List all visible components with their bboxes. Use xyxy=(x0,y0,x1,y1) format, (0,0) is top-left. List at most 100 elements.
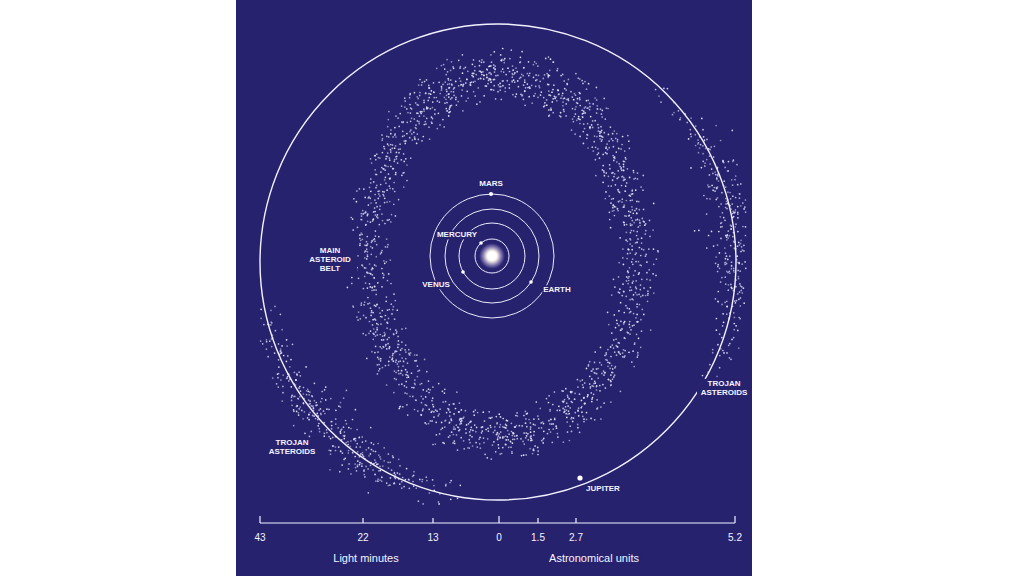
asteroid-dot xyxy=(617,141,619,143)
asteroid-dot xyxy=(381,252,383,254)
asteroid-dot xyxy=(597,130,599,132)
asteroid-dot xyxy=(401,383,403,385)
asteroid-dot xyxy=(614,173,616,175)
asteroid-dot xyxy=(605,152,607,154)
asteroid-dot xyxy=(517,415,519,417)
asteroid-dot xyxy=(586,419,588,421)
asteroid-dot xyxy=(387,166,389,168)
asteroid-dot xyxy=(610,381,612,383)
asteroid-dot xyxy=(583,110,585,112)
asteroid-dot xyxy=(574,412,576,414)
asteroid-dot xyxy=(411,108,413,110)
asteroid-dot xyxy=(624,178,626,180)
asteroid-dot xyxy=(525,437,527,439)
asteroid-dot xyxy=(370,253,372,255)
asteroid-dot xyxy=(395,474,397,476)
asteroid-dot xyxy=(624,224,626,226)
asteroid-dot xyxy=(364,197,366,199)
asteroid-dot xyxy=(386,219,388,221)
asteroid-dot xyxy=(497,435,499,437)
asteroid-dot xyxy=(448,408,450,410)
asteroid-dot xyxy=(463,440,465,442)
asteroid-dot xyxy=(625,305,627,307)
asteroid-dot xyxy=(482,71,484,73)
asteroid-dot xyxy=(370,182,372,184)
asteroid-dot xyxy=(455,408,457,410)
asteroid-dot xyxy=(424,359,426,361)
asteroid-dot xyxy=(269,340,271,342)
asteroid-dot xyxy=(389,177,391,179)
asteroid-dot xyxy=(520,438,522,440)
asteroid-dot xyxy=(473,414,475,416)
asteroid-dot xyxy=(643,249,645,251)
asteroid-dot xyxy=(360,239,362,241)
asteroid-dot xyxy=(460,66,462,68)
asteroid-dot xyxy=(388,337,390,339)
asteroid-dot xyxy=(577,386,579,388)
asteroid-dot xyxy=(492,444,494,446)
asteroid-dot xyxy=(634,210,636,212)
asteroid-dot xyxy=(610,385,612,387)
asteroid-dot xyxy=(405,140,407,142)
asteroid-dot xyxy=(618,342,620,344)
asteroid-dot xyxy=(567,405,569,407)
asteroid-dot xyxy=(397,162,399,164)
asteroid-dot xyxy=(564,97,566,99)
asteroid-dot xyxy=(632,258,634,260)
asteroid-dot xyxy=(497,91,499,93)
asteroid-dot xyxy=(374,199,376,201)
asteroid-dot xyxy=(523,67,525,69)
asteroid-dot xyxy=(637,178,639,180)
asteroid-dot xyxy=(489,65,491,67)
asteroid-dot xyxy=(596,99,598,101)
asteroid-dot xyxy=(618,163,620,165)
asteroid-dot xyxy=(589,383,591,385)
asteroid-dot xyxy=(617,189,619,191)
asteroid-dot xyxy=(366,358,368,360)
asteroid-dot xyxy=(587,394,589,396)
asteroid-dot xyxy=(599,385,601,387)
asteroid-dot xyxy=(623,222,625,224)
asteroid-dot xyxy=(631,230,633,232)
asteroid-dot xyxy=(629,238,631,240)
asteroid-dot xyxy=(478,438,480,440)
asteroid-dot xyxy=(642,175,644,177)
asteroid-dot xyxy=(631,199,633,201)
asteroid-dot xyxy=(393,360,395,362)
asteroid-dot xyxy=(498,84,500,86)
asteroid-dot xyxy=(589,126,591,128)
asteroid-dot xyxy=(583,143,585,145)
asteroid-dot xyxy=(511,76,513,78)
asteroid-dot xyxy=(511,452,513,454)
asteroid-dot xyxy=(351,277,353,279)
asteroid-dot xyxy=(541,427,543,429)
asteroid-dot xyxy=(580,407,582,409)
asteroid-dot xyxy=(432,107,434,109)
asteroid-dot xyxy=(613,160,615,162)
asteroid-dot xyxy=(470,429,472,431)
asteroid-dot xyxy=(363,288,365,290)
asteroid-dot xyxy=(435,97,437,99)
asteroid-dot xyxy=(496,422,498,424)
asteroid-dot xyxy=(433,485,435,487)
asteroid-dot xyxy=(473,411,475,413)
asteroid-dot xyxy=(398,370,400,372)
asteroid-dot xyxy=(373,277,375,279)
asteroid-dot xyxy=(366,272,368,274)
asteroid-dot xyxy=(352,218,354,220)
asteroid-dot xyxy=(459,418,461,420)
asteroid-dot xyxy=(596,373,598,375)
asteroid-dot xyxy=(446,91,448,93)
asteroid-dot xyxy=(403,172,405,174)
asteroid-dot xyxy=(591,398,593,400)
asteroid-dot xyxy=(605,172,607,174)
asteroid-dot xyxy=(535,401,537,403)
asteroid-dot xyxy=(362,333,364,335)
asteroid-dot xyxy=(571,431,573,433)
asteroid-dot xyxy=(398,361,400,363)
asteroid-dot xyxy=(596,105,598,107)
asteroid-dot xyxy=(364,250,366,252)
asteroid-dot xyxy=(456,434,458,436)
asteroid-dot xyxy=(484,85,486,87)
asteroid-dot xyxy=(369,272,371,274)
